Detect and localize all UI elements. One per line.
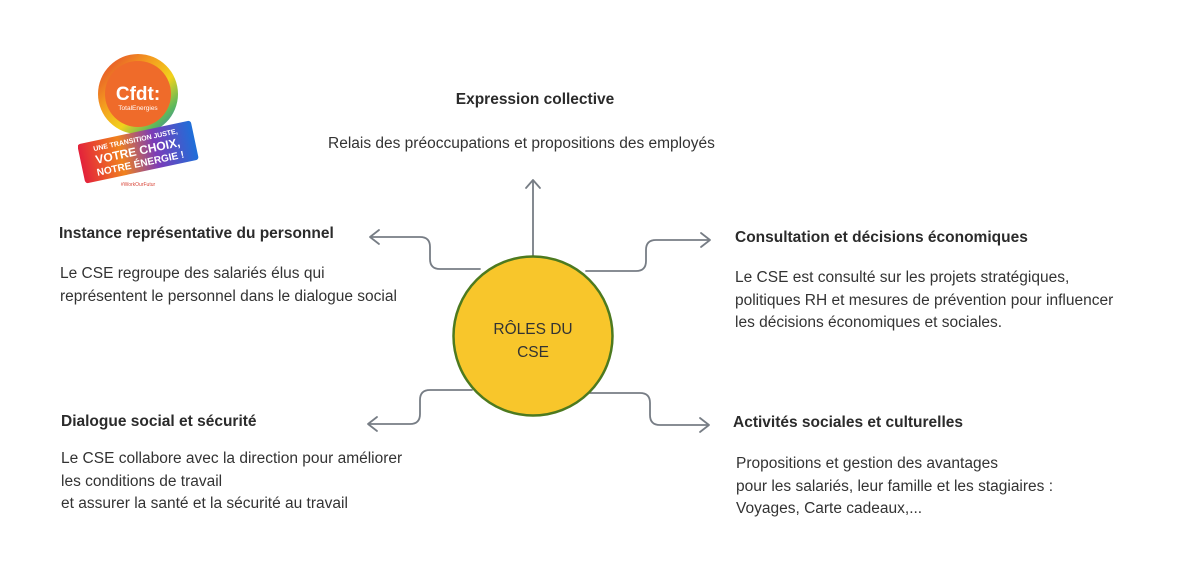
node-dialogue-social-desc: Le CSE collabore avec la direction pour … [61,448,402,516]
center-circle [452,255,614,417]
connector-upper-right [585,239,710,272]
connector-lower-right [589,392,709,426]
node-title: Instance représentative du personnel [59,225,334,242]
center-label-line2: CSE [517,344,549,361]
arrowhead-top [525,179,541,189]
arrowhead-lower-right [699,417,710,433]
node-title: Expression collective [455,91,615,108]
arrowhead-lower-left [367,416,378,432]
node-title: Activités sociales et culturelles [733,414,964,431]
node-consultation-decisions: Consultation et décisions économiques [735,229,1028,247]
node-desc-line: et assurer la santé et la sécurité au tr… [61,495,348,512]
node-dialogue-social: Dialogue social et sécurité [61,413,257,431]
center-label: RÔLES DU CSE [453,266,613,416]
node-desc-line: représentent le personnel dans le dialog… [60,287,397,305]
node-desc-line: Voyages, Carte cadeaux,... [736,500,923,517]
logo-brand: Cfdt: [116,84,160,105]
connector-lower-left [368,389,473,425]
node-activites-sociales-desc: Propositions et gestion des avantages po… [736,453,1053,521]
node-desc-line: Le CSE regroupe des salariés élus qui [60,265,325,282]
logo-hashtag: #WorkOurFutur [121,182,156,188]
arrowhead-upper-right [700,232,711,248]
arrowhead-upper-left [369,229,380,245]
logo-disc [105,61,171,127]
node-desc-line: pour les salariés, leur famille et les s… [736,477,1054,495]
node-instance-representative-desc: Le CSE regroupe des salariés élus qui re… [60,263,397,308]
node-desc-line: Le CSE collabore avec la direction pour … [61,450,403,467]
cfdt-totalenergies-logo: Cfdt: TotalEnergies UNE TRANSITION JUSTE… [78,54,199,188]
node-desc-line: politiques RH et mesures de prévention p… [735,291,1114,309]
node-desc-line: les conditions de travail [61,472,223,490]
node-desc-line: les décisions économiques et sociales. [735,314,1003,331]
connector-upper-left [370,236,481,270]
node-instance-representative: Instance représentative du personnel [59,225,334,243]
node-expression-collective-desc: Relais des préoccupations et proposition… [328,133,715,156]
node-desc-line: Le CSE est consulté sur les projets stra… [735,269,1070,286]
node-consultation-decisions-desc: Le CSE est consulté sur les projets stra… [735,267,1113,335]
node-title: Consultation et décisions économiques [735,229,1028,246]
logo-banner [78,120,199,184]
logo-sub: TotalEnergies [118,105,158,112]
center-label-line1: RÔLES DU [493,321,573,338]
node-desc-line: Propositions et gestion des avantages [736,455,998,472]
node-activites-sociales: Activités sociales et culturelles [733,414,963,432]
node-desc-line: Relais des préoccupations et proposition… [328,135,715,152]
node-title: Dialogue social et sécurité [61,413,257,430]
node-expression-collective: Expression collective [327,91,747,109]
